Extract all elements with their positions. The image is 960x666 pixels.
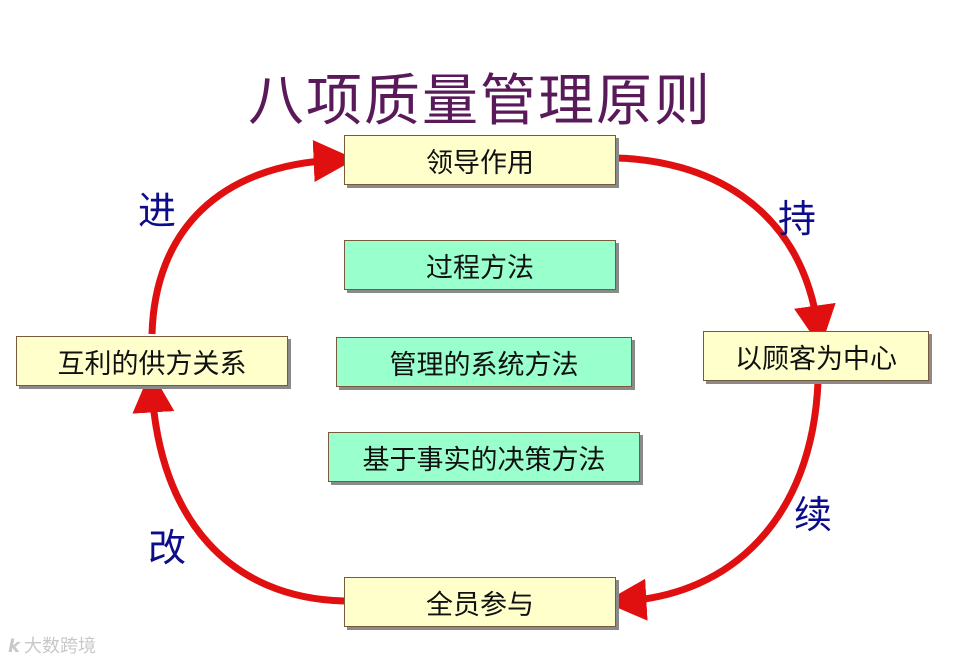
arrow-top-right xyxy=(615,154,836,348)
node-leadership: 领导作用 xyxy=(344,135,616,185)
side-label-bottom-left: 改 xyxy=(148,526,187,570)
center-item-factual-decision: 基于事实的决策方法 xyxy=(328,432,640,482)
side-label-top-right: 持 xyxy=(778,197,817,241)
side-label-bottom-right: 续 xyxy=(794,493,833,537)
page-title: 八项质量管理原则 xyxy=(248,69,712,134)
arrow-bottom-right xyxy=(604,381,822,621)
watermark-text: 大数跨境 xyxy=(23,636,96,657)
center-item-process-approach: 过程方法 xyxy=(344,240,616,290)
side-label-top-left: 进 xyxy=(138,189,177,233)
node-customer-focus: 以顾客为中心 xyxy=(703,331,929,381)
arrow-top-left xyxy=(148,139,356,335)
watermark-logo: k xyxy=(8,636,20,657)
center-item-system-approach: 管理的系统方法 xyxy=(336,337,632,387)
arrow-bottom-left xyxy=(132,370,345,605)
node-supplier-relationship: 互利的供方关系 xyxy=(16,336,288,386)
node-involvement-of-people: 全员参与 xyxy=(344,577,616,627)
